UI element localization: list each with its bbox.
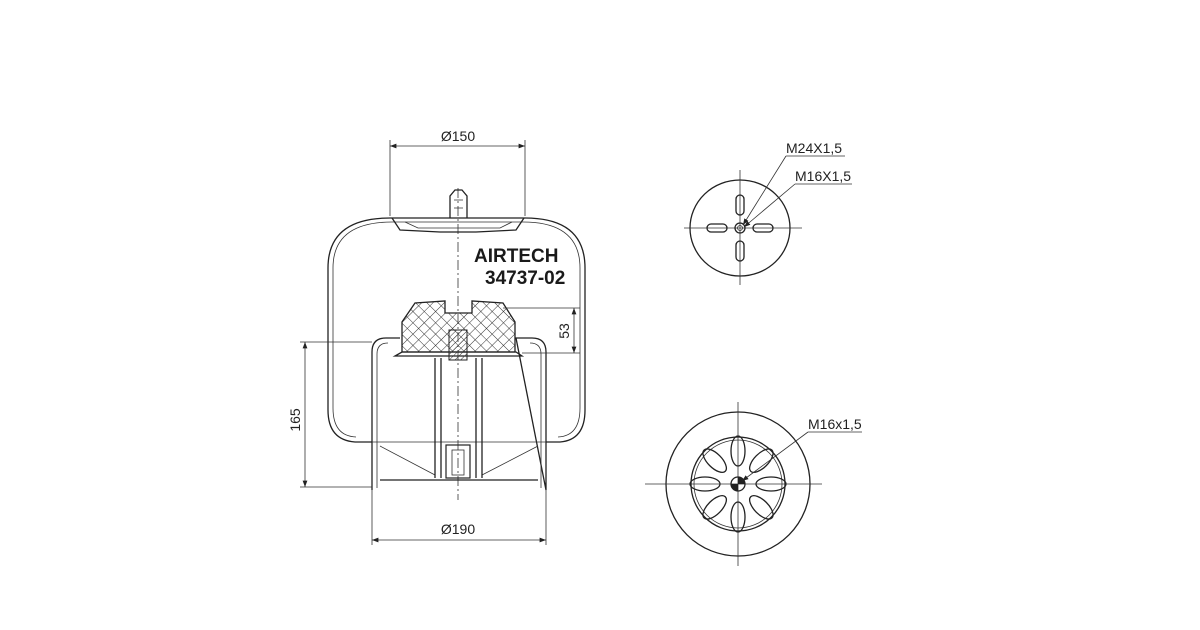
- dim-bottom-diameter: Ø190: [441, 521, 475, 537]
- top-view: M24X1,5 M16X1,5: [684, 140, 852, 285]
- side-view: AIRTECH 34737-02 Ø150 Ø190 165 53: [287, 128, 586, 545]
- air-valve: [449, 189, 468, 218]
- dim-height: 165: [287, 408, 303, 432]
- dim-bumper-height: 53: [556, 323, 572, 339]
- part-number: 34737-02: [485, 268, 565, 289]
- bellows-outline: [327, 217, 586, 443]
- bumper: [401, 300, 516, 353]
- thread-label-m16-bottom: M16x1,5: [808, 416, 862, 432]
- piston-ribs: [689, 435, 787, 533]
- thread-label-m24: M24X1,5: [786, 140, 842, 156]
- brand-label: AIRTECH: [474, 246, 558, 267]
- bottom-view: M16x1,5: [645, 402, 862, 566]
- piston: [371, 337, 547, 491]
- dim-top-diameter: Ø150: [441, 128, 475, 144]
- top-plate: [391, 217, 525, 233]
- thread-label-m16-top: M16X1,5: [795, 168, 851, 184]
